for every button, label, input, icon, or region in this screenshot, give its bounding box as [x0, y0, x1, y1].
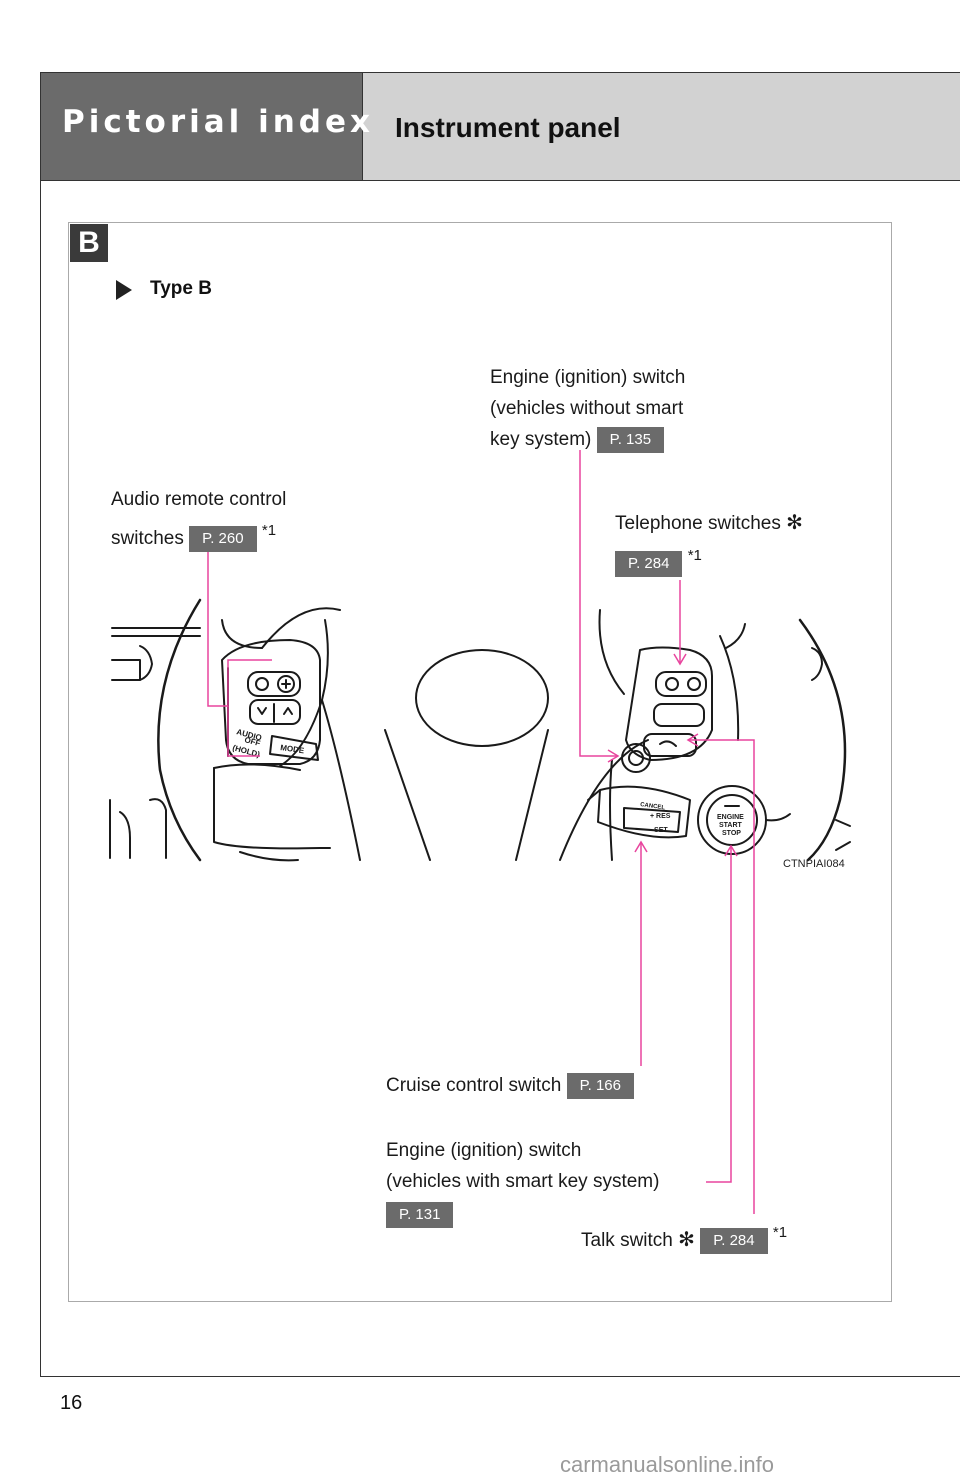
off-button-text: OFF [243, 735, 261, 748]
stop-button-text: STOP [722, 830, 741, 837]
page-reference-link[interactable]: P. 284 [615, 550, 683, 577]
res-lever-text: + RES [650, 813, 671, 820]
callout-engine-smart: Engine (ignition) switch (vehicles with … [386, 1135, 659, 1230]
page-reference-link[interactable]: P. 131 [386, 1201, 454, 1228]
section-title: Pictorial index [62, 104, 374, 140]
section-header-tab [41, 72, 362, 181]
callout-text: switches [111, 528, 184, 549]
asterisk-icon: ✻ [786, 512, 803, 534]
callout-text: (vehicles with smart key system) [386, 1171, 660, 1192]
page-reference-link[interactable]: P. 284 [700, 1227, 768, 1254]
engine-button-text: ENGINE [717, 814, 744, 821]
leader-line-talk [688, 739, 755, 1214]
callout-cruise: Cruise control switch P. 166 [386, 1070, 634, 1101]
callout-text: Audio remote control [111, 489, 287, 510]
mode-button-text: MODE [280, 743, 306, 755]
set-lever-text: − SET [648, 827, 668, 834]
asterisk-icon: ✻ [678, 1229, 695, 1251]
illustration-code: CTNPIAI084 [783, 858, 845, 870]
watermark: carmanualsonline.info [560, 1452, 775, 1477]
start-button-text: START [719, 822, 743, 829]
content-panel [68, 222, 892, 1302]
footnote-marker: *1 [261, 522, 277, 539]
callout-text: (vehicles without smart [490, 398, 684, 419]
header-divider [41, 180, 960, 181]
subtitle-header-bar [362, 72, 960, 181]
section-badge: B [70, 224, 108, 262]
page-reference-link[interactable]: P. 260 [189, 525, 257, 552]
leader-line-audio [207, 546, 272, 707]
page-subtitle: Instrument panel [395, 112, 621, 143]
page-frame [40, 72, 960, 1377]
triangle-bullet-icon [116, 280, 132, 300]
cancel-lever-text: CANCEL [640, 802, 666, 811]
callout-text: Talk switch [581, 1230, 673, 1251]
callout-text: Engine (ignition) switch [490, 367, 686, 388]
callout-text: Engine (ignition) switch [386, 1140, 582, 1161]
page-number: 16 [60, 1392, 83, 1414]
footnote-marker: *1 [687, 547, 702, 564]
callout-text: key system) [490, 429, 592, 450]
callout-engine-no-smart: Engine (ignition) switch (vehicles witho… [490, 362, 685, 455]
callout-talk: Talk switch ✻ P. 284 *1 [581, 1217, 787, 1256]
leader-line-engine-smart [706, 846, 732, 1183]
footnote-marker: *1 [772, 1224, 788, 1241]
leader-line-engine-no-smart [579, 450, 618, 757]
callout-telephone: Telephone switches ✻ P. 284 *1 [615, 508, 803, 579]
page-reference-link[interactable]: P. 166 [566, 1072, 634, 1099]
callout-text: Telephone switches [615, 513, 781, 534]
callout-text: Cruise control switch [386, 1075, 562, 1096]
type-label: Type B [150, 278, 212, 299]
page-reference-link[interactable]: P. 135 [596, 426, 665, 453]
callout-audio-remote: Audio remote control switches P. 260 *1 [111, 484, 286, 554]
